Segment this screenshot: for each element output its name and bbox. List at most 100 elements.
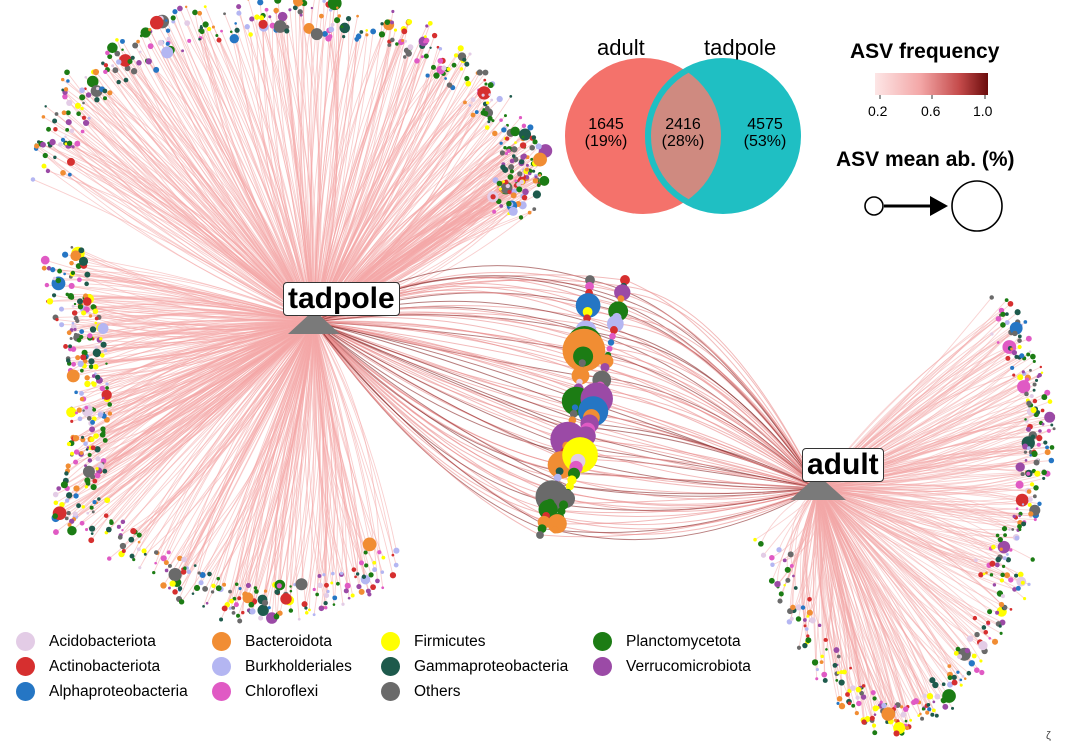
asv-node [484, 105, 490, 111]
asv-node [322, 30, 328, 37]
asv-node [215, 34, 219, 37]
asv-node [614, 284, 631, 301]
asv-node [555, 467, 564, 476]
asv-node [121, 48, 124, 52]
asv-node [70, 419, 74, 423]
asv-node [89, 436, 95, 442]
edge [313, 321, 397, 551]
asv-node [153, 550, 159, 555]
asv-node [506, 148, 511, 153]
asv-node [307, 608, 311, 612]
asv-node [76, 337, 82, 343]
asv-node [356, 33, 361, 37]
asv-node [470, 112, 476, 118]
edge [817, 487, 1005, 559]
edge [313, 321, 590, 425]
frequency-tick-0: 0.2 [868, 103, 888, 119]
asv-node [336, 6, 339, 9]
asv-node [783, 584, 786, 587]
asv-node [347, 596, 351, 600]
asv-node [1030, 353, 1036, 360]
asv-node [1025, 335, 1032, 342]
asv-node [988, 636, 992, 640]
asv-node [223, 12, 226, 16]
edge [313, 321, 596, 406]
asv-node [825, 648, 828, 651]
venn-tadpole-label: tadpole [704, 35, 777, 60]
asv-node [530, 157, 534, 161]
asv-node [1000, 572, 1005, 578]
asv-node [219, 617, 224, 622]
asv-node [492, 177, 499, 184]
legend-item-planctomycetota: Planctomycetota [593, 632, 741, 651]
asv-node [34, 143, 40, 149]
asv-node [136, 547, 141, 552]
asv-node [87, 458, 93, 463]
asv-node [999, 578, 1005, 583]
asv-node [795, 616, 802, 622]
asv-node [370, 28, 377, 35]
asv-node [166, 36, 171, 41]
edge [275, 10, 315, 323]
asv-node [1034, 378, 1039, 382]
asv-node [835, 678, 839, 682]
asv-node [68, 282, 75, 289]
asv-node [838, 702, 846, 710]
asv-node [73, 459, 79, 465]
asv-node [793, 586, 798, 590]
edge [563, 487, 819, 511]
asv-node [99, 385, 106, 392]
asv-node [1026, 489, 1032, 494]
asv-node [120, 38, 125, 44]
asv-node [921, 707, 926, 711]
asv-node [956, 670, 960, 674]
edge [817, 487, 989, 624]
asv-node [356, 583, 362, 590]
asv-node [859, 690, 864, 696]
asv-node [929, 677, 936, 684]
asv-node [95, 467, 99, 471]
asv-node [198, 37, 201, 41]
asv-node [384, 19, 391, 25]
asv-node [849, 666, 852, 670]
asv-node [538, 173, 542, 177]
asv-node [600, 362, 610, 373]
edge [817, 487, 1017, 576]
asv-node [80, 129, 85, 134]
asv-node [485, 101, 490, 105]
asv-node [81, 349, 88, 356]
asv-node [1044, 389, 1051, 396]
asv-node [355, 572, 360, 576]
asv-node [441, 65, 447, 71]
asv-node [160, 582, 167, 589]
asv-node [940, 697, 947, 704]
asv-node [389, 572, 397, 579]
asv-node [991, 544, 996, 550]
asv-node [569, 409, 578, 418]
asv-node [851, 703, 856, 708]
asv-node [919, 712, 922, 716]
asv-node [289, 585, 292, 588]
asv-nodes [30, 0, 1056, 737]
asv-node [484, 125, 490, 130]
asv-node [487, 115, 493, 121]
asv-node [1032, 494, 1037, 499]
asv-node [508, 206, 518, 216]
asv-node [974, 631, 980, 638]
asv-node [160, 555, 167, 562]
asv-node [93, 433, 99, 439]
edge [178, 321, 315, 600]
asv-node [77, 304, 84, 310]
asv-node [288, 8, 292, 12]
asv-node [69, 336, 73, 341]
asv-node [75, 355, 81, 361]
edge [91, 321, 315, 509]
asv-node [1004, 298, 1009, 302]
asv-node [370, 584, 376, 591]
asv-node [64, 142, 68, 146]
asv-node [1044, 449, 1051, 456]
asv-node [959, 678, 963, 682]
asv-node [925, 710, 930, 715]
asv-node [64, 471, 69, 476]
asv-node [1017, 338, 1022, 343]
